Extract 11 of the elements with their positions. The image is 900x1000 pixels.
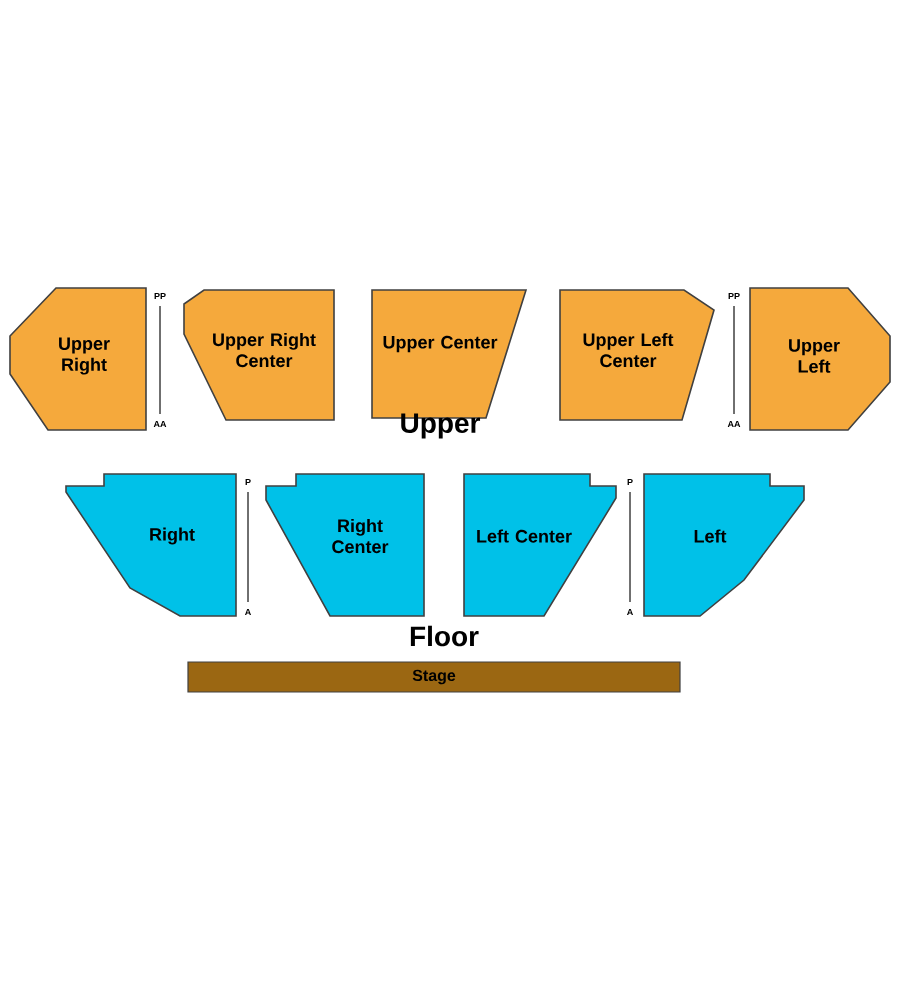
seating-section: Upper Left [749, 287, 891, 431]
seating-section: Left Center [463, 473, 617, 617]
level-label: Floor [410, 625, 479, 647]
seating-section: Right [65, 473, 237, 617]
seating-section: Left [643, 473, 805, 617]
level-label: Upper [401, 413, 481, 439]
seating-section: Upper Right Center [183, 289, 335, 421]
seating-section: Upper Right [9, 287, 147, 431]
stage-bar: Stage [187, 661, 681, 693]
seating-section: Upper Left Center [559, 289, 715, 421]
seating-section: Right Center [265, 473, 425, 617]
